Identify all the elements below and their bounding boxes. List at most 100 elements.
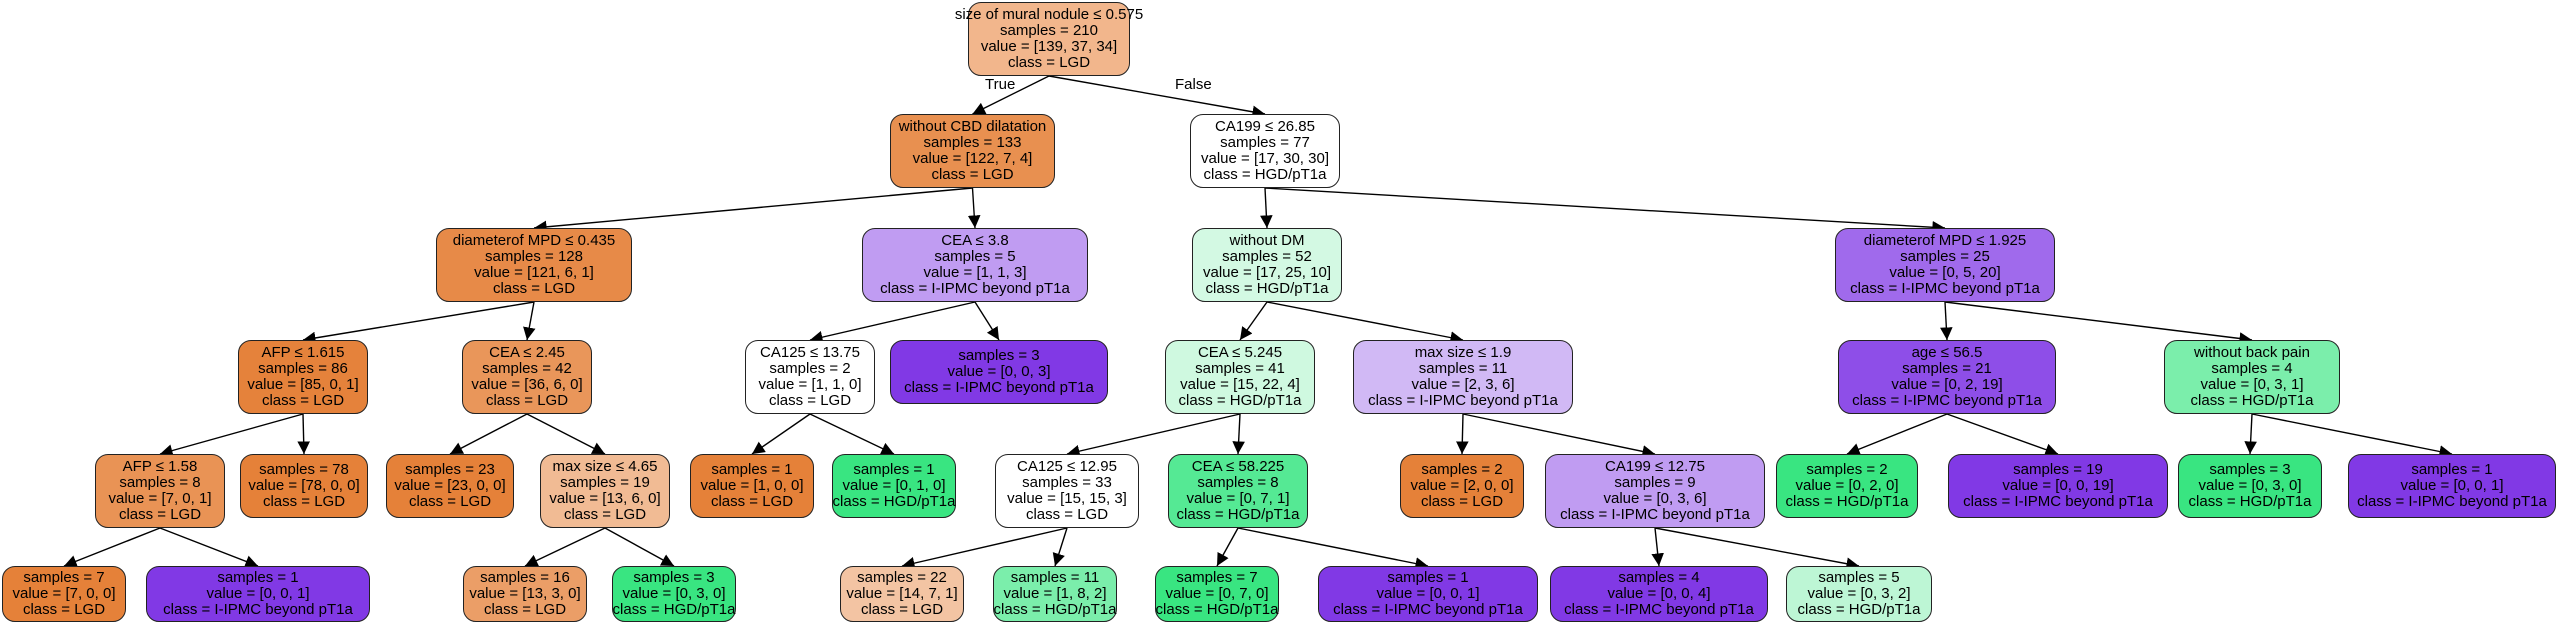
node-text-line: samples = 1 [853, 461, 935, 478]
node-text-line: samples = 8 [119, 474, 201, 491]
node-text-line: value = [1, 8, 2] [1003, 585, 1107, 602]
edge-n13-n14 [809, 301, 976, 344]
node-text-line: samples = 5 [934, 248, 1016, 265]
node-text-line: diameterof MPD ≤ 1.925 [1863, 232, 2027, 249]
edge-n27-n28 [1456, 413, 1469, 455]
node-text-line: class = LGD [1025, 506, 1109, 523]
node-text-line: value = [15, 15, 3] [1007, 490, 1127, 507]
edge-n0-n18 [1048, 75, 1266, 119]
node-text-line: samples = 1 [1387, 569, 1469, 586]
edge-n4-n6 [159, 527, 259, 568]
node-text-line: class = I-IPMC beyond pT1a [904, 379, 1094, 396]
edge-n19-n20 [1239, 301, 1268, 341]
node-text-line: value = [78, 0, 0] [248, 477, 360, 494]
edge-n32-n36 [1944, 301, 2253, 345]
node-text-line: class = I-IPMC beyond pT1a [1560, 506, 1750, 523]
edge-n19-n27 [1266, 301, 1464, 344]
node-text-line: value = [13, 3, 0] [469, 585, 581, 602]
node-text-line: value = [0, 0, 19] [2002, 477, 2114, 494]
node-text-line: value = [14, 7, 1] [846, 585, 958, 602]
node-text-line: value = [7, 0, 0] [12, 585, 116, 602]
node-text-line: value = [2, 3, 6] [1411, 376, 1515, 393]
node-text-line: samples = 23 [405, 461, 495, 478]
node-text-line: class = HGD/pT1a [1205, 280, 1329, 297]
node-text-line: samples = 41 [1195, 360, 1285, 377]
edge-n10-n12 [604, 527, 675, 567]
node-text-line: class = LGD [492, 280, 576, 297]
edge-label-false: False [1175, 76, 1212, 93]
node-text-line: class = LGD [262, 493, 346, 510]
edge-n36-n37 [2244, 413, 2257, 455]
node-text-line: value = [0, 2, 0] [1795, 477, 1899, 494]
node-text-line: value = [139, 37, 34] [980, 38, 1118, 55]
node-text-line: class = HGD/pT1a [993, 601, 1117, 618]
node-text-line: samples = 5 [1818, 569, 1900, 586]
node-text-line: class = LGD [563, 506, 647, 523]
edge-n20-n24 [1232, 413, 1245, 455]
node-text-line: class = LGD [931, 166, 1014, 183]
node-text-line: value = [23, 0, 0] [394, 477, 506, 494]
node-text-line: samples = 52 [1222, 248, 1312, 265]
node-text-line: samples = 16 [480, 569, 570, 586]
node-text-line: value = [1, 1, 0] [758, 376, 862, 393]
node-text-line: value = [0, 0, 3] [947, 363, 1051, 380]
node-text-line: value = [0, 3, 1] [2200, 376, 2304, 393]
node-text-line: class = LGD [1420, 493, 1504, 510]
node-text-line: class = I-IPMC beyond pT1a [1368, 392, 1558, 409]
node-text-line: samples = 3 [633, 569, 715, 586]
node-text-line: CEA ≤ 3.8 [941, 232, 1009, 249]
node-text-line: samples = 21 [1902, 360, 1992, 377]
node-text-line: value = [2, 0, 0] [1410, 477, 1514, 494]
node-text-line: class = LGD [710, 493, 794, 510]
node-text-line: samples = 210 [1000, 22, 1098, 39]
node-text-line: class = HGD/pT1a [1155, 601, 1279, 618]
edge-n29-n31 [1654, 527, 1860, 570]
node-text-line: samples = 2 [769, 360, 851, 377]
node-text-line: samples = 33 [1022, 474, 1112, 491]
node-text-line: samples = 1 [711, 461, 793, 478]
edge-n33-n35 [1946, 413, 2059, 456]
node-text-line: class = LGD [22, 601, 106, 618]
node-text-line: class = I-IPMC beyond pT1a [1564, 601, 1754, 618]
node-text-line: samples = 77 [1220, 134, 1310, 151]
node-text-line: value = [36, 6, 0] [471, 376, 583, 393]
node-text-line: class = HGD/pT1a [1797, 601, 1921, 618]
node-text-line: class = LGD [483, 601, 567, 618]
node-text-line: samples = 11 [1418, 360, 1508, 377]
edge-n10-n11 [524, 527, 606, 567]
node-text-line: max size ≤ 4.65 [552, 458, 658, 475]
edge-label-true: True [985, 76, 1016, 93]
edge-n27-n29 [1462, 413, 1656, 458]
node-text-line: without back pain [2194, 344, 2310, 361]
edge-n2-n3 [302, 301, 535, 345]
node-text-line: class = HGD/pT1a [832, 493, 956, 510]
node-text-line: class = LGD [261, 392, 345, 409]
node-text-line: samples = 1 [217, 569, 299, 586]
node-text-line: CA125 ≤ 12.95 [1017, 458, 1117, 475]
edge-n3-n4 [159, 413, 304, 457]
node-text-line: samples = 7 [1176, 569, 1258, 586]
node-text-line: samples = 128 [485, 248, 583, 265]
node-text-line: value = [0, 3, 0] [622, 585, 726, 602]
node-text-line: value = [0, 3, 0] [2198, 477, 2302, 494]
node-text-line: class = HGD/pT1a [2190, 392, 2314, 409]
node-text-line: samples = 3 [2209, 461, 2291, 478]
edge-n20-n21 [1066, 413, 1241, 458]
node-text-line: samples = 133 [923, 134, 1022, 151]
